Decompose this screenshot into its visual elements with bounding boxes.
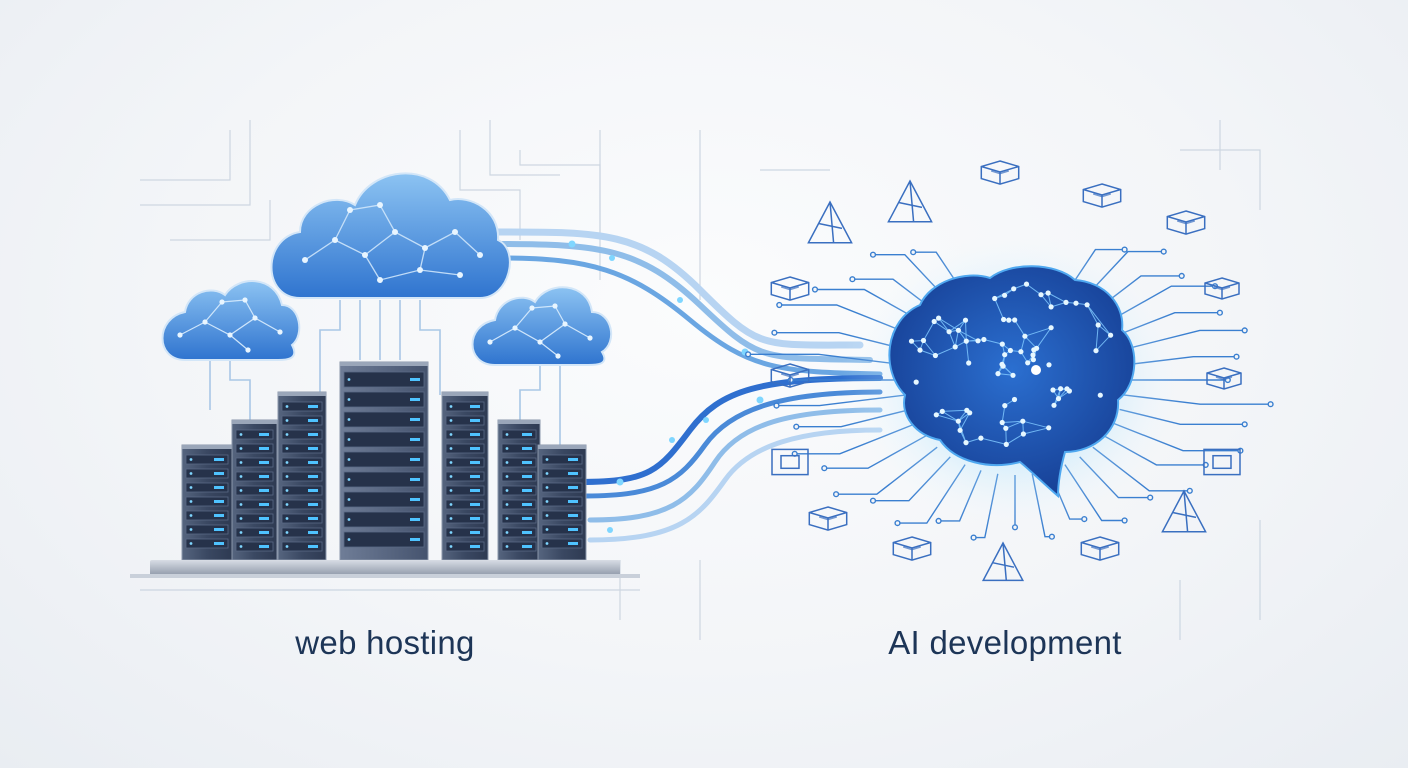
- box-icon: [1203, 448, 1241, 476]
- cloud-icon-left: [161, 280, 301, 361]
- cube-icon: [770, 276, 810, 301]
- stream-glow-dots: [568, 240, 764, 533]
- brain-network-icon: [888, 265, 1136, 499]
- box-icon: [771, 448, 809, 476]
- cube-icon: [808, 506, 848, 531]
- cloud-icon-right: [471, 286, 612, 366]
- server-rack: [537, 444, 587, 561]
- cloud-icon: [270, 172, 511, 299]
- web-hosting-caption: web hosting: [295, 624, 475, 661]
- server-rack: [231, 419, 278, 561]
- pyramid-icon: [981, 541, 1025, 582]
- pyramid-icon: [807, 200, 853, 244]
- server-rack: [277, 391, 327, 561]
- cube-icon: [980, 160, 1020, 185]
- server-rack: [339, 361, 429, 561]
- cube-icon: [770, 363, 810, 388]
- server-rack: [497, 419, 541, 561]
- cube-icon: [892, 536, 932, 561]
- pyramid-icon: [887, 179, 933, 223]
- pyramid-icon: [1161, 489, 1207, 533]
- server-rack: [181, 444, 233, 561]
- cube-icon: [1166, 210, 1206, 235]
- cube-icon: [1204, 277, 1240, 300]
- ai-development-caption: AI development: [888, 624, 1122, 661]
- server-rack: [441, 391, 489, 561]
- cloud-connectors: [209, 300, 561, 445]
- server-base-platform: [150, 560, 620, 576]
- background-circuit-traces: [140, 120, 1261, 640]
- cube-icon: [1082, 183, 1122, 208]
- cube-icon: [1206, 367, 1242, 390]
- server-rack-icon: [181, 361, 587, 561]
- data-streams: [486, 228, 883, 543]
- cube-icon: [1080, 536, 1120, 561]
